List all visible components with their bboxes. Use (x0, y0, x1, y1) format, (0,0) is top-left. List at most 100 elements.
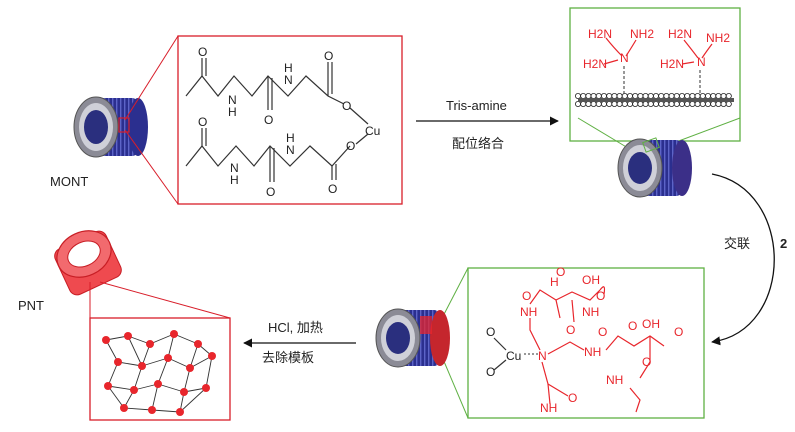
x-arm-up-3 (555, 289, 601, 301)
lipid-head (673, 93, 680, 100)
mont-nanotube (73, 96, 148, 158)
network-bond (127, 335, 143, 367)
amine-h2n-1: H2N (588, 27, 612, 41)
lipid-head (627, 101, 634, 108)
lipid-head (637, 93, 644, 100)
x-o-cu-2 (493, 359, 507, 371)
zoom-line-bottom (124, 129, 179, 205)
lipid-head (694, 93, 701, 100)
amine-bonds-1 (603, 37, 637, 65)
lipid-head (632, 101, 639, 108)
lipid-head (715, 101, 722, 108)
lipid-head (642, 93, 649, 100)
lipid-head (663, 93, 670, 100)
lipid-head (668, 93, 675, 100)
zoom-line-bottom-top (439, 267, 469, 323)
atom-o-4: O (342, 99, 351, 113)
atom-cu: Cu (365, 124, 380, 138)
pnt-zoom-line-right (99, 281, 231, 319)
network-node (124, 332, 132, 340)
complexed-tube-hole (628, 152, 652, 184)
x-atom-cu: Cu (506, 349, 521, 363)
x-arm-right-4 (629, 387, 641, 413)
x-atom-o-9: O (674, 325, 683, 339)
lipid-head (699, 93, 706, 100)
x-atom-oh-2: OH (642, 317, 660, 331)
pnt-nanotube (54, 230, 122, 296)
lipid-head (580, 101, 587, 108)
network-node (176, 408, 184, 416)
crosslinked-tube-red-patch (420, 316, 432, 334)
crosslinked-structure: O O Cu N NH O OH H O O NH O NH O O OH O … (486, 265, 683, 415)
lipid-head (575, 93, 582, 100)
step3-condition-label: 去除模板 (262, 350, 314, 365)
polymer-network-box (89, 317, 231, 421)
lipid-head (653, 101, 660, 108)
x-atom-nh-5: NH (540, 401, 557, 415)
atom-o-3: O (324, 49, 333, 63)
x-atom-o-2: O (486, 365, 495, 379)
x-arm-up-4 (571, 299, 575, 323)
atom-h-4: H (286, 131, 295, 145)
network-bond (167, 333, 175, 359)
lower-o-cu-bond (355, 133, 369, 145)
network-bond (157, 357, 169, 385)
lipid-head (694, 101, 701, 108)
lipid-head (595, 101, 602, 108)
lipid-head (616, 101, 623, 108)
network-node (148, 406, 156, 414)
network-node (130, 386, 138, 394)
zoom-line-green-left (577, 117, 629, 149)
lipid-head (616, 93, 623, 100)
lipid-head (705, 93, 712, 100)
x-atom-o-1: O (486, 325, 495, 339)
lipid-head (715, 93, 722, 100)
lipid-head (725, 101, 732, 108)
atom-o-6: O (266, 185, 275, 199)
lipid-head (621, 101, 628, 108)
lipid-head (710, 93, 717, 100)
network-node (114, 358, 122, 366)
lipid-head (627, 93, 634, 100)
network-node (170, 330, 178, 338)
atom-o-2: O (264, 113, 273, 127)
lipid-head (585, 93, 592, 100)
zoom-line-top (124, 35, 179, 121)
atom-h-1: H (228, 105, 237, 119)
lipid-head (689, 101, 696, 108)
lipid-head (720, 93, 727, 100)
network-node (146, 340, 154, 348)
network-bond (105, 339, 119, 363)
tris-amine-groups: H2N NH2 H2N N H2N NH2 H2N N (583, 27, 730, 96)
network-bond (189, 355, 213, 369)
network-node (194, 340, 202, 348)
upper-o-cu-bond (349, 107, 369, 125)
lipid-head (611, 101, 618, 108)
upper-chain-bonds (185, 75, 345, 105)
x-atom-o-10: O (642, 355, 651, 369)
step1-condition-label: 配位络合 (452, 136, 504, 151)
x-atom-nh-4: NH (606, 373, 623, 387)
network-node (102, 336, 110, 344)
amine-n-center-2: N (697, 55, 706, 69)
tris-amine-bilayer-box (569, 7, 741, 142)
x-atom-o-6: O (596, 289, 605, 303)
network-bond (149, 333, 175, 345)
atom-n-4: N (286, 143, 295, 157)
network-bond (157, 383, 185, 393)
network-node (202, 384, 210, 392)
atom-o-5: O (198, 115, 207, 129)
network-node (164, 354, 172, 362)
lower-chain-bonds (185, 145, 351, 167)
mont-zoom-marker (118, 117, 130, 133)
amine-n-center-1: N (620, 51, 629, 65)
lipid-head (710, 101, 717, 108)
arrow-step2 (711, 173, 775, 346)
lipid-head (647, 93, 654, 100)
lipid-head (673, 101, 680, 108)
lipid-head (642, 101, 649, 108)
x-atom-o-3: O (522, 289, 531, 303)
network-node (208, 352, 216, 360)
x-atom-nh-1: NH (520, 305, 537, 319)
